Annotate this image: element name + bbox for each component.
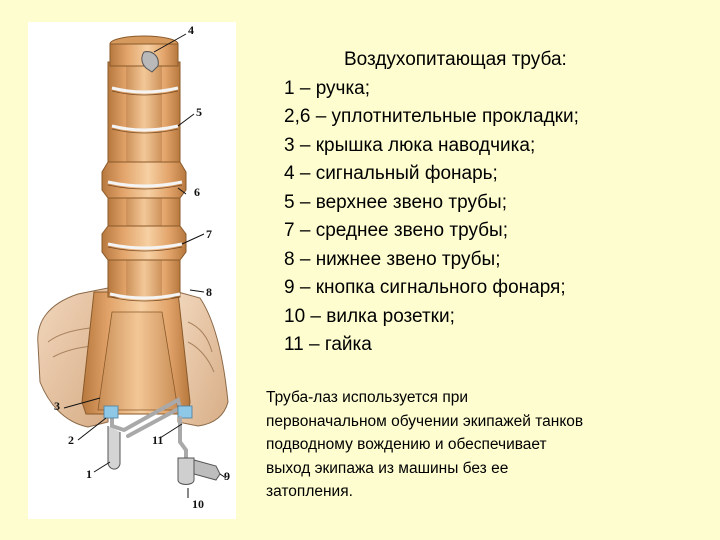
lamp-button	[193, 459, 221, 481]
seal-gasket-left	[103, 405, 119, 419]
seal-ring-shadows	[107, 90, 183, 302]
tube-illustration	[37, 33, 229, 498]
parts-legend: Воздухопитающая труба: 1 – ручка; 2,6 – …	[284, 46, 704, 360]
callout-10: 10	[192, 497, 204, 511]
leader-lines	[63, 33, 227, 498]
upper-coupling	[101, 161, 187, 199]
legend-item: 7 – среднее звено трубы;	[284, 220, 508, 241]
legend-item: 5 – верхнее звено трубы;	[284, 191, 507, 213]
callout-1: 1	[86, 467, 92, 481]
description-line: выход экипажа из машины без ее	[266, 459, 509, 477]
callout-8: 8	[206, 285, 212, 299]
handle	[107, 426, 121, 470]
callout-2: 2	[68, 433, 74, 447]
callout-3: 3	[54, 399, 60, 413]
hatch-ridges	[47, 321, 215, 373]
callout-4: 4	[188, 23, 194, 37]
socket-fork	[177, 457, 195, 485]
middle-coupling	[101, 225, 187, 261]
legend-item: 3 – крышка люка наводчика;	[284, 134, 536, 156]
legend-item: 1 – ручка;	[284, 77, 371, 99]
description-line: Труба-лаз используется при	[266, 389, 469, 406]
seal-gasket-right	[177, 405, 193, 419]
legend-title: Воздухопитающая труба:	[344, 49, 567, 70]
legend-item: 4 – сигнальный фонарь;	[284, 163, 498, 184]
callout-7: 7	[206, 227, 212, 241]
internal-pipe	[110, 396, 183, 438]
legend-item: 10 – вилка розетки;	[284, 305, 455, 327]
description-line: затопления.	[266, 483, 353, 500]
hatch-cover-right	[177, 291, 229, 427]
seal-rings	[107, 86, 183, 300]
legend-item: 8 – нижнее звено трубы;	[284, 248, 501, 270]
description-line: подводному вождению и обеспечивает	[266, 436, 547, 453]
legend-item: 2,6 – уплотнительные прокладки;	[284, 106, 579, 127]
callout-11: 11	[152, 433, 164, 447]
description-line: первоначальном обучении экипажей танков	[266, 412, 584, 430]
drop-pipe	[178, 416, 188, 464]
diagram-figure: 4 5 6 7 8 3 2 11 1 9 10	[28, 22, 236, 519]
callout-9: 9	[224, 469, 230, 483]
description-text: Труба-лаз используется при первоначально…	[266, 386, 706, 504]
legend-item: 11 – гайка	[284, 334, 372, 355]
callout-6: 6	[194, 185, 200, 199]
callout-5: 5	[196, 105, 202, 119]
signal-lamp	[141, 51, 159, 73]
legend-item: 9 – кнопка сигнального фонаря;	[284, 277, 566, 298]
